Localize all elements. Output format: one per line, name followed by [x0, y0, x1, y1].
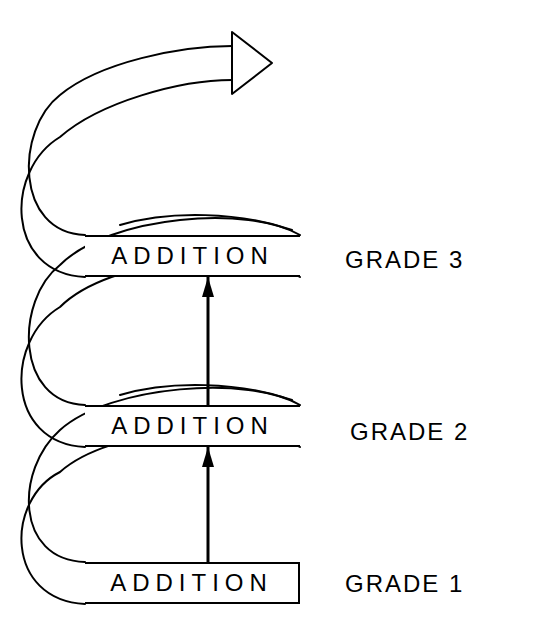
inner-arc: [120, 215, 292, 230]
ribbon-edge: [21, 260, 300, 447]
growth-arrow: [202, 277, 214, 405]
growth-arrow: [202, 447, 214, 562]
grade-label: GRADE 3: [345, 246, 464, 275]
band-label: ADDITION: [111, 242, 274, 271]
ribbon-arrowhead: [232, 32, 272, 94]
band-label: ADDITION: [111, 412, 274, 441]
ribbon-band: ADDITION: [85, 405, 300, 447]
ribbon-edge: [29, 46, 232, 235]
inner-arc: [120, 385, 292, 400]
ribbon-edge: [21, 430, 300, 604]
grade-label: GRADE 2: [350, 418, 469, 447]
ribbon-band: ADDITION: [85, 235, 300, 277]
ribbon-band: ADDITION: [85, 562, 300, 604]
ribbon-edge: [29, 218, 300, 405]
ribbon-edge: [29, 388, 300, 562]
grade-label: GRADE 1: [345, 570, 464, 599]
band-label: ADDITION: [110, 569, 273, 598]
